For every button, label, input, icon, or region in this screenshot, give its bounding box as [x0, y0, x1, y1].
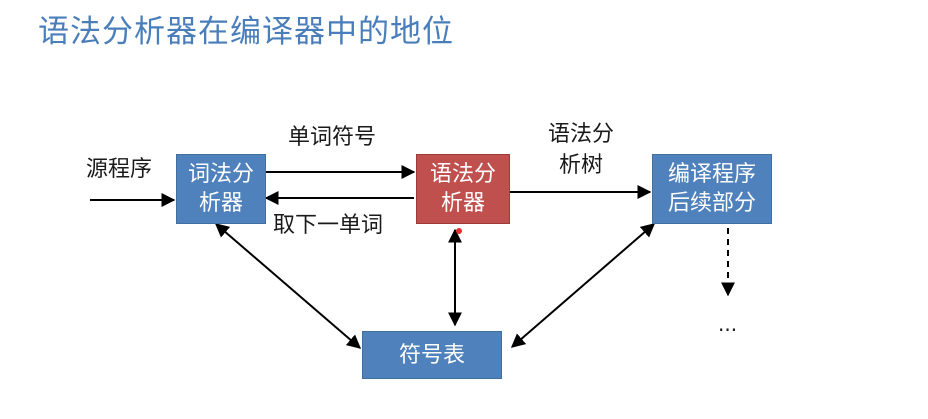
lexer-box: 词法分 析器	[176, 154, 266, 224]
backend-box-line1: 编译程序	[667, 162, 756, 187]
label-next-token: 取下一单词	[273, 213, 384, 238]
arrow-backend-symtab	[510, 223, 656, 348]
label-source-program: 源程序	[86, 157, 153, 182]
lexer-box-line2: 析器	[198, 191, 243, 216]
parser-box-line1: 语法分	[429, 162, 496, 187]
symbol-table-box: 符号表	[362, 331, 502, 379]
symbol-table-label: 符号表	[398, 342, 465, 368]
label-token: 单词符号	[288, 125, 377, 150]
backend-box-line2: 后续部分	[667, 191, 756, 216]
pointer-dot	[456, 228, 462, 234]
label-ellipsis: ...	[718, 312, 738, 336]
label-parse-tree-line2: 析树	[559, 153, 604, 178]
label-parse-tree-line1: 语法分	[548, 122, 615, 147]
parser-box-line2: 析器	[440, 191, 485, 216]
backend-box: 编译程序 后续部分	[652, 154, 772, 224]
lexer-box-line1: 词法分	[187, 162, 254, 187]
arrow-lexer-symtab	[214, 223, 362, 349]
slide-title: 语法分析器在编译器中的地位	[38, 14, 454, 50]
parser-box: 语法分 析器	[416, 154, 510, 224]
